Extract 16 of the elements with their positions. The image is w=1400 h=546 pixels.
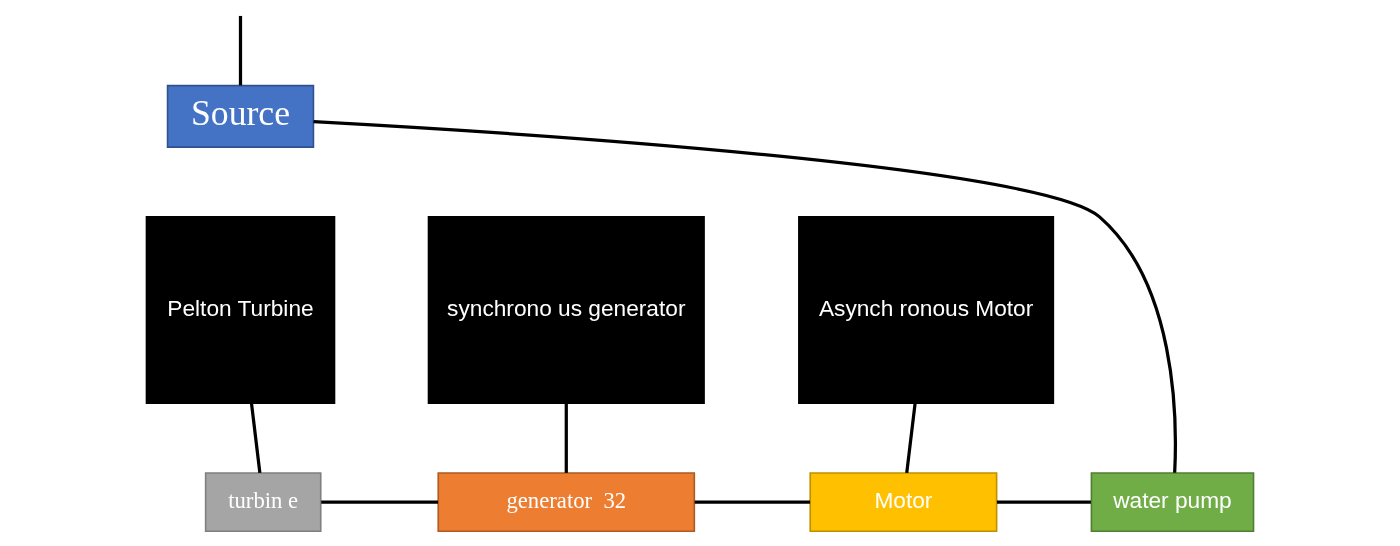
- node-box: Pelton Turbine: [145, 216, 336, 405]
- connector: [238, 15, 243, 86]
- connector: [313, 120, 1177, 473]
- node-box: turbin e: [204, 472, 322, 533]
- node-box: Motor: [809, 472, 998, 533]
- node-box: generator 32: [437, 472, 696, 533]
- node-box: Source: [166, 84, 315, 148]
- node-box: water pump: [1090, 472, 1255, 533]
- connector: [564, 403, 568, 473]
- node-box: synchrono us generator: [427, 216, 705, 405]
- connector: [996, 500, 1091, 504]
- connector: [249, 403, 262, 474]
- connector: [905, 403, 917, 474]
- connector: [321, 500, 438, 504]
- connector: [694, 500, 811, 504]
- node-box: Asynch ronous Motor: [798, 216, 1055, 405]
